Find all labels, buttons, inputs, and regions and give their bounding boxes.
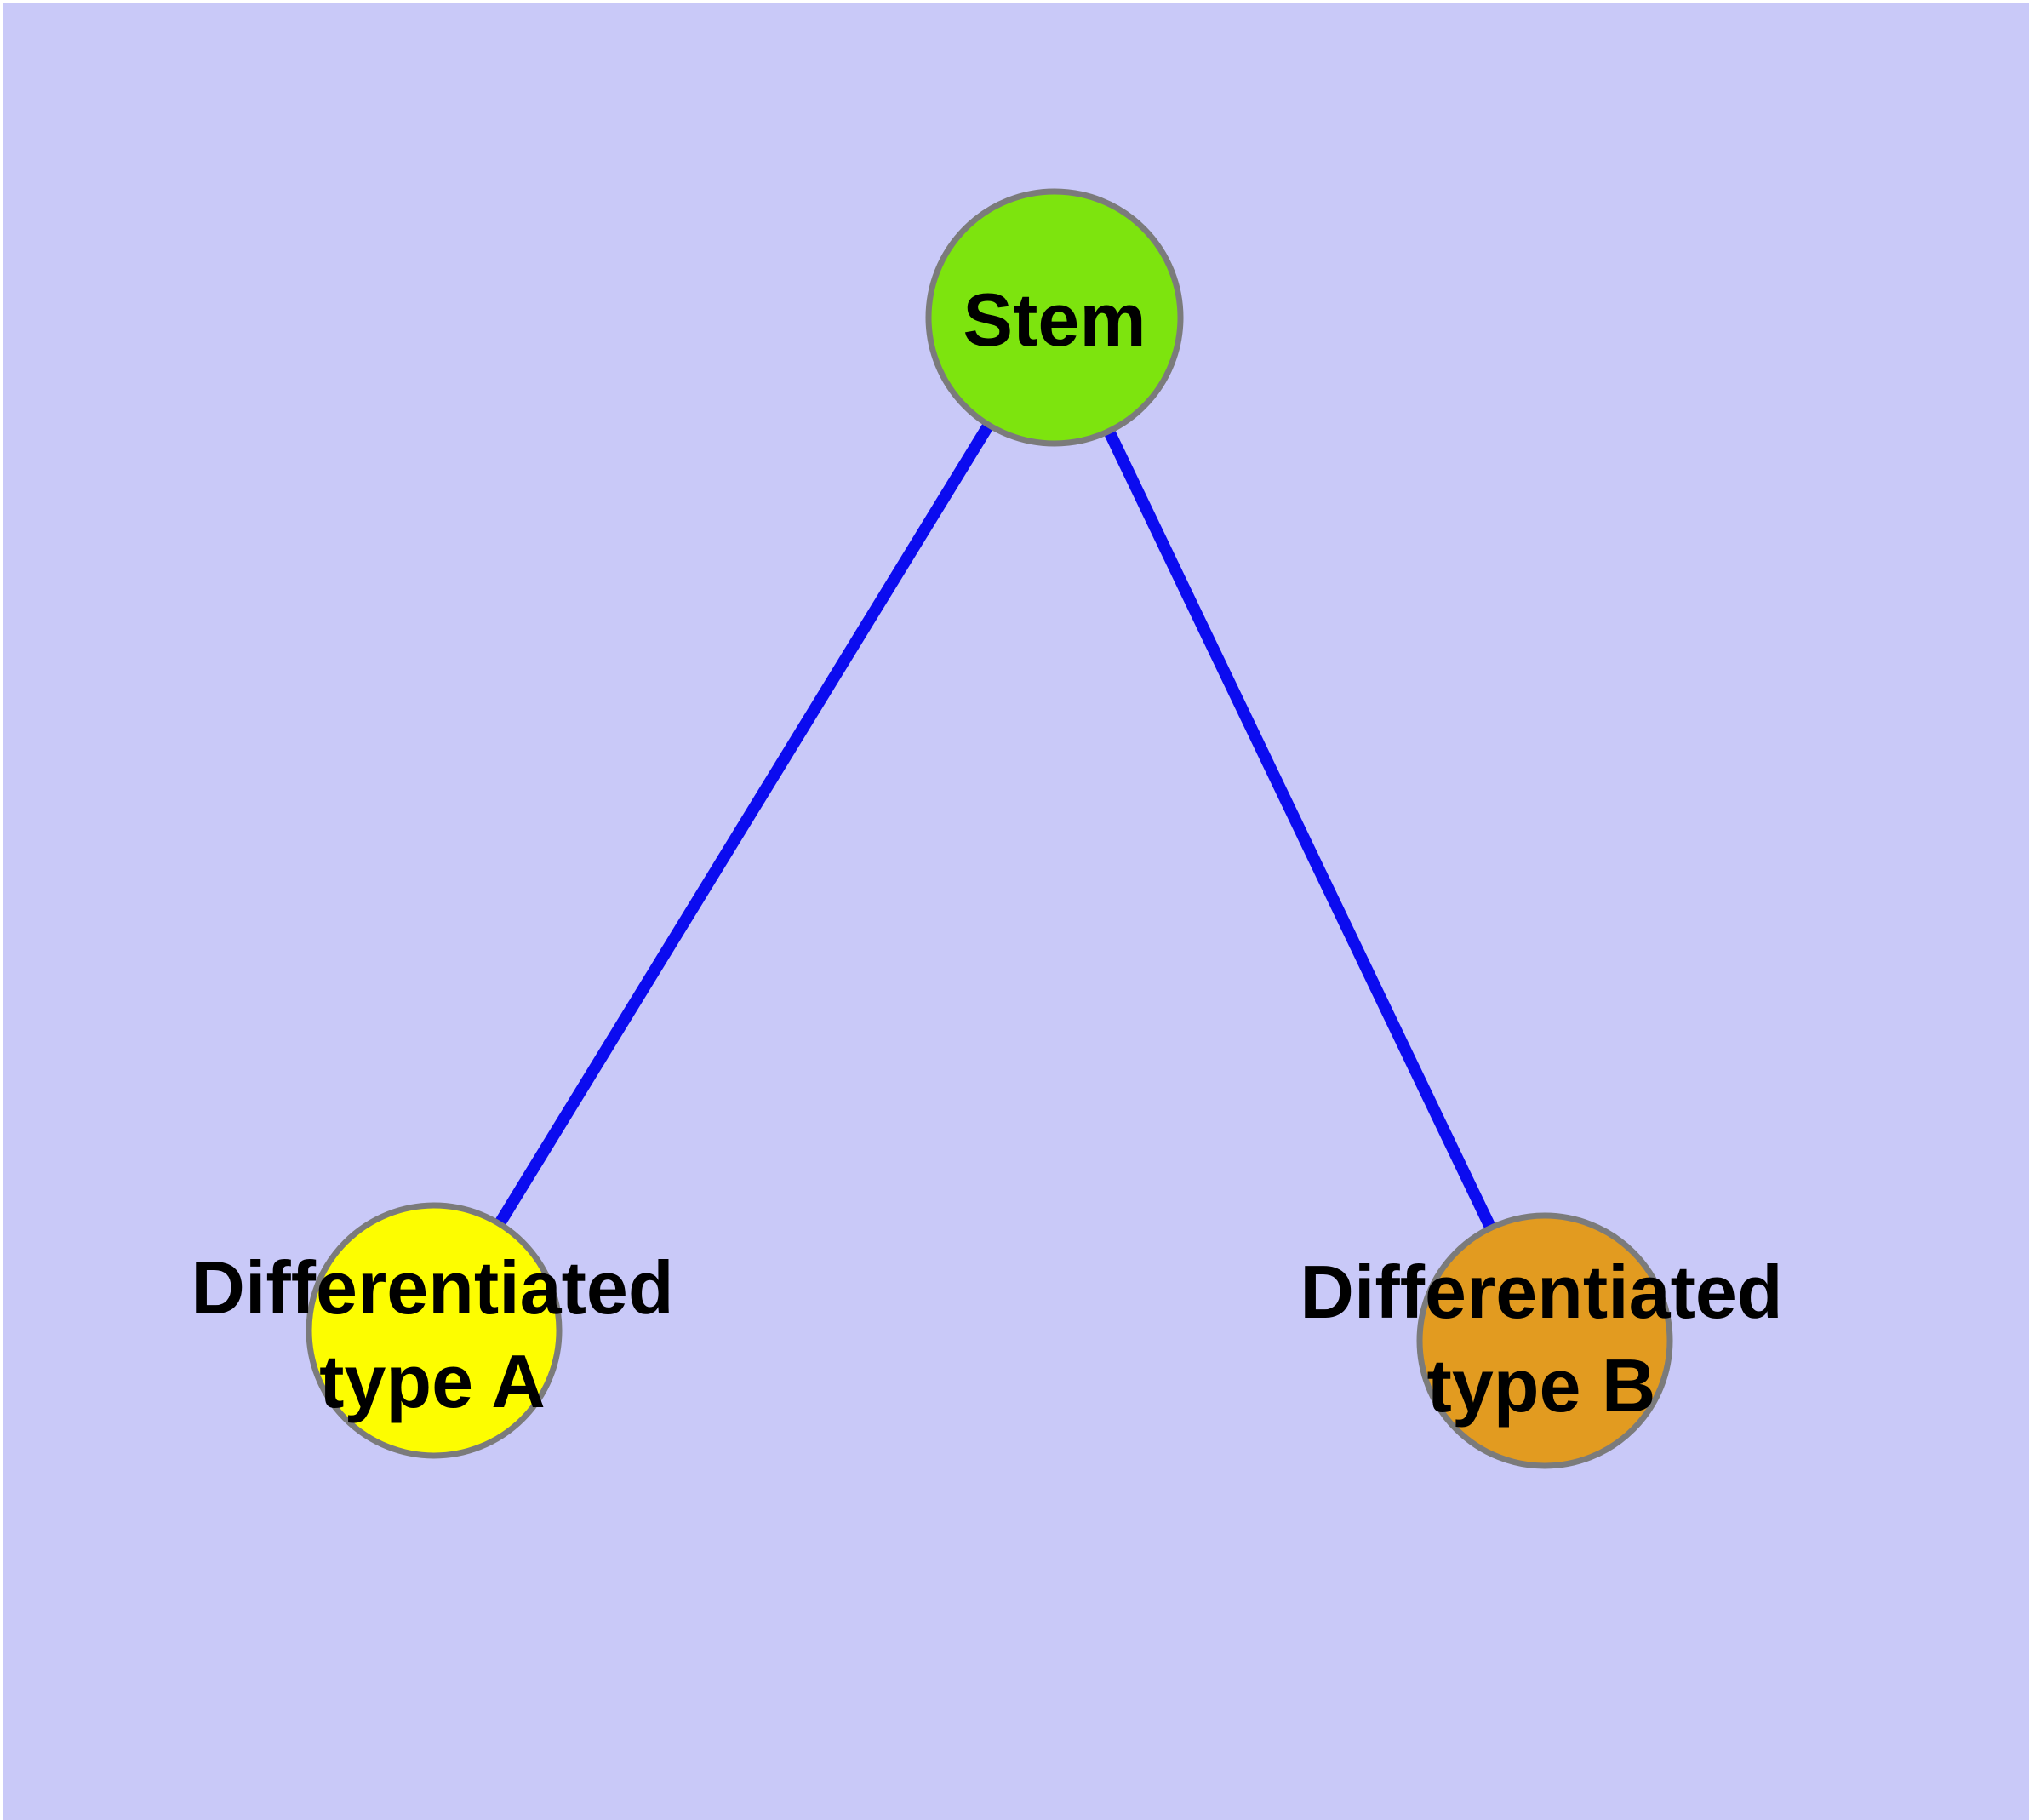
node-type-a-circle xyxy=(306,1202,563,1459)
graph-canvas xyxy=(306,188,1673,1469)
node-type-a-label-line2: type A xyxy=(319,1339,546,1423)
node-type-a-label-line1: Differentiated xyxy=(191,1245,674,1330)
node-type-b-label-line1: Differentiated xyxy=(1300,1250,1783,1334)
node-type-a-label: Differentiated type A xyxy=(191,1241,673,1428)
node-stem-label: Stem xyxy=(963,278,1146,362)
edge-stem-to-type-a xyxy=(429,314,1060,1334)
node-type-b-label-line2: type B xyxy=(1426,1343,1656,1428)
node-type-b-circle xyxy=(1416,1212,1673,1469)
node-type-b-label: Differentiated type B xyxy=(1300,1245,1782,1433)
diagram-background: Stem Differentiated type A Differentiate… xyxy=(3,3,2029,1820)
node-stem-circle xyxy=(925,188,1184,447)
edge-stem-to-type-b xyxy=(1049,314,1551,1344)
